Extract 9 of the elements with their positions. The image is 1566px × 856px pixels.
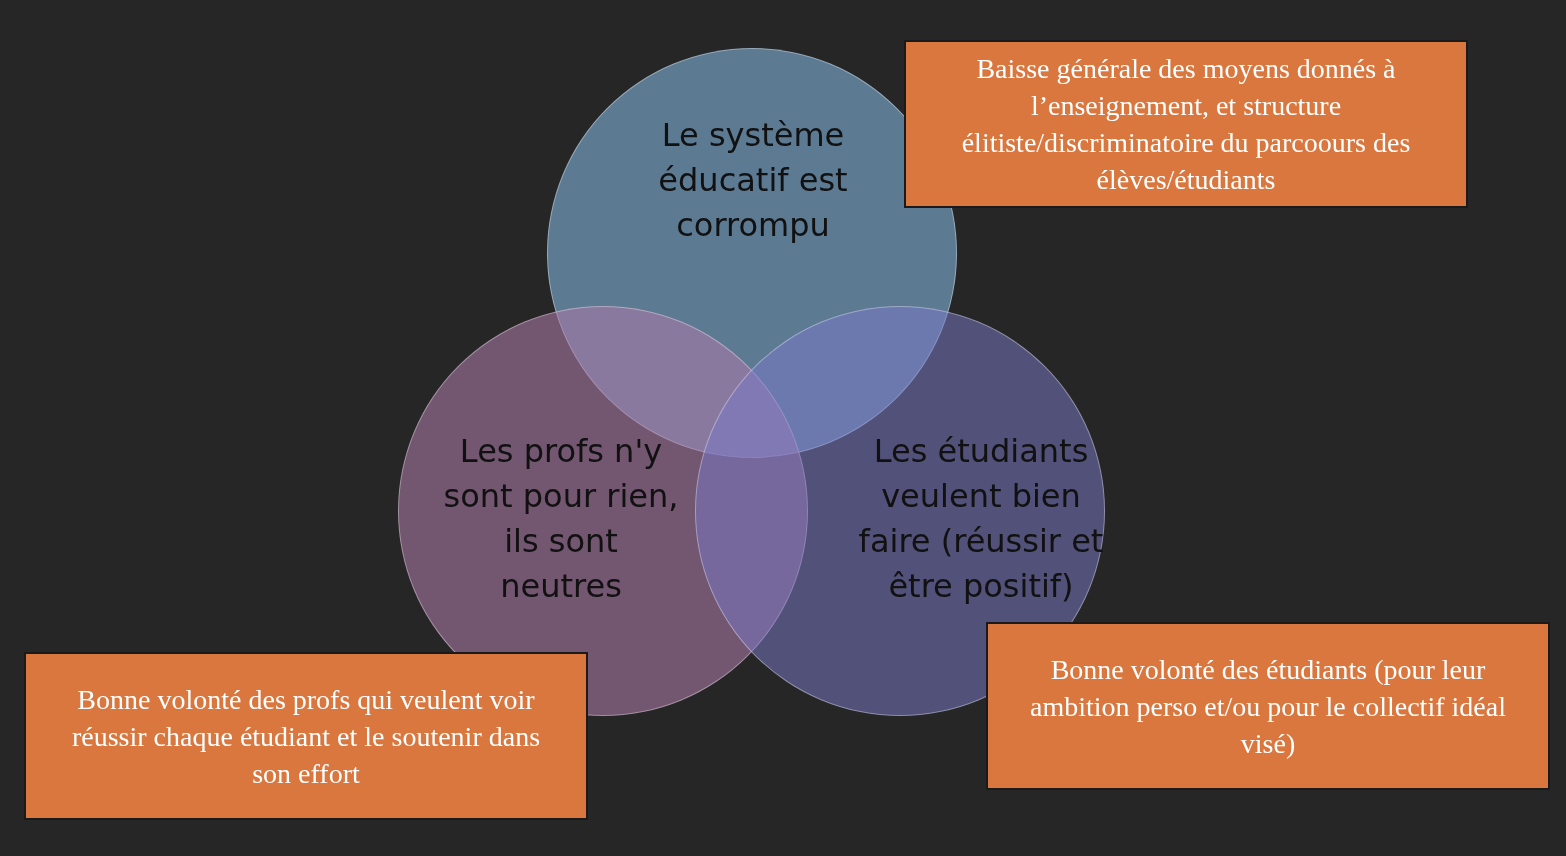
circle-label: Le système éducatif est corrompu	[657, 115, 849, 246]
circle-label: Les profs n'y sont pour rien, ils sont neutres	[442, 431, 680, 607]
note-card	[986, 622, 1550, 790]
note-text: Baisse générale des moyens donnés à l’enseignement, et structure élitiste/discriminatoire du parcoours des élèves/étudiants	[960, 52, 1412, 197]
note-text: Bonne volonté des profs qui veulent voir réussir chaque étudiant et le soutenir dans son effort	[70, 682, 542, 791]
note-text: Bonne volonté des étudiants (pour leur ambition perso et/ou pour le collectif idéal visé)	[1029, 652, 1507, 761]
circle-label: Les étudiants veulent bien faire (réussir et être positif)	[857, 431, 1105, 607]
note-card	[24, 652, 588, 820]
note-card	[904, 40, 1468, 208]
